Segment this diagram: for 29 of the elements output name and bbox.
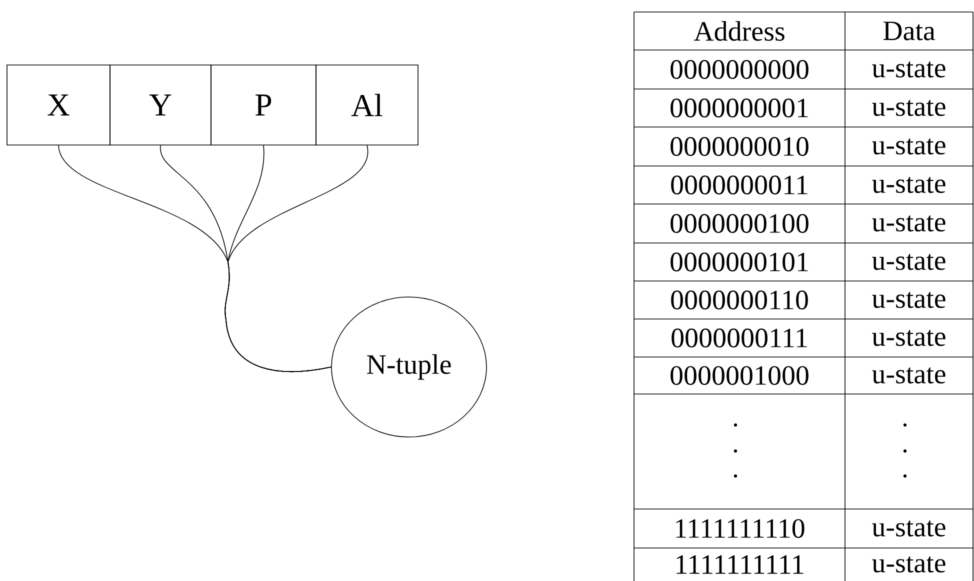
connector-line bbox=[224, 145, 368, 372]
field-box: Y bbox=[110, 64, 212, 146]
table-cell: Address bbox=[694, 21, 784, 41]
table-cell: u-state bbox=[872, 138, 946, 155]
table-cell: u-state bbox=[872, 100, 946, 116]
table-cell: u-state bbox=[872, 254, 946, 270]
table-cell: u-state bbox=[872, 556, 946, 573]
table-cell: u-state bbox=[872, 330, 946, 346]
table-cell: u-state bbox=[872, 520, 946, 537]
table-cell: u-state bbox=[872, 215, 946, 232]
table-cell: u-state bbox=[872, 61, 946, 78]
table-cell: u-state bbox=[872, 292, 946, 308]
table-cell: 0000000011 bbox=[671, 176, 808, 194]
table-cell: Data bbox=[883, 22, 936, 40]
table-cell: 0000000111 bbox=[672, 328, 807, 348]
field-box: Al bbox=[316, 64, 418, 146]
table-cell: 0000000001 bbox=[670, 98, 808, 118]
table-cell: 0000000000 bbox=[670, 60, 808, 79]
field-box: X bbox=[6, 64, 110, 146]
table-cell: 1111111110 bbox=[676, 519, 804, 538]
field-box: P bbox=[210, 64, 316, 146]
table-cell: 0000000110 bbox=[671, 290, 808, 310]
table-cell: 0000000010 bbox=[670, 137, 808, 156]
table-cell: u-state bbox=[872, 368, 946, 384]
table-cell: 0000000101 bbox=[670, 252, 808, 272]
table-cell: 0000000100 bbox=[670, 214, 808, 233]
table-cell: 0000001000 bbox=[670, 366, 808, 385]
table-cell: u-state bbox=[872, 176, 946, 194]
table-cell: 1111111111 bbox=[676, 555, 804, 574]
